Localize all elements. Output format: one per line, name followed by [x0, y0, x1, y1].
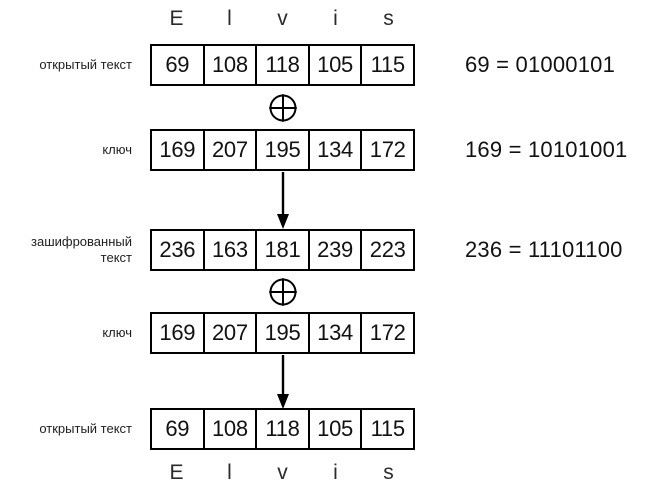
xor-icon — [268, 277, 298, 307]
row-label-ciphertext: зашифрованный текст — [0, 229, 140, 271]
letter-cell: i — [333, 7, 338, 30]
value-cell: 239 — [310, 231, 363, 269]
value-cell: 115 — [370, 416, 405, 441]
value-cell: 115 — [370, 52, 405, 77]
value-cell: 236 — [152, 231, 205, 269]
letter-row-top: E l v i s — [150, 2, 415, 36]
value-cell: 108 — [205, 410, 258, 448]
value-cell: 181 — [257, 231, 310, 269]
value-row-plaintext-top: 69 108 118 105 115 — [150, 44, 415, 86]
row-label-text: ключ — [102, 325, 132, 340]
value-cell: 195 — [257, 314, 310, 352]
letter-cell: E — [169, 461, 184, 484]
row-label-plaintext-bottom: открытый текст — [0, 408, 140, 450]
row-label-text: ключ — [102, 142, 132, 157]
value-cell: 169 — [152, 131, 205, 169]
value-cell: 69 — [152, 410, 205, 448]
letter-row-bottom: E l v i s — [150, 456, 415, 490]
value-row-key-top: 169 207 195 134 172 — [150, 129, 415, 171]
value-cell: 134 — [310, 131, 363, 169]
value-cell: 118 — [257, 46, 310, 84]
letter-cell: i — [333, 461, 338, 484]
value-row-plaintext-bottom: 69 108 118 105 115 — [150, 408, 415, 450]
row-label-key-bottom: ключ — [0, 312, 140, 354]
letter-cell: l — [227, 7, 232, 30]
value-cell: 172 — [369, 137, 406, 162]
row-label-text: открытый текст — [39, 57, 132, 72]
row-label-plaintext-top: открытый текст — [0, 44, 140, 86]
value-cell: 105 — [310, 46, 363, 84]
arrow-down-icon-encrypt — [273, 172, 293, 230]
value-cell: 105 — [310, 410, 363, 448]
value-cell: 69 — [152, 46, 205, 84]
value-cell: 195 — [257, 131, 310, 169]
row-label-line1: зашифрованный — [31, 234, 132, 249]
binary-formula-plaintext: 69 = 01000101 — [465, 52, 616, 77]
row-label-text: зашифрованный текст — [31, 234, 132, 266]
xor-icon — [268, 93, 298, 123]
binary-formula-ciphertext: 236 = 11101100 — [465, 237, 623, 262]
letter-cell: v — [277, 7, 288, 30]
value-cell: 172 — [369, 320, 406, 345]
value-row-key-bottom: 169 207 195 134 172 — [150, 312, 415, 354]
letter-cell: l — [227, 461, 232, 484]
letter-cell: v — [277, 461, 288, 484]
letter-cell: s — [383, 461, 394, 484]
value-cell: 223 — [369, 237, 406, 262]
value-cell: 207 — [205, 131, 258, 169]
value-row-ciphertext: 236 163 181 239 223 — [150, 229, 415, 271]
binary-formula-key: 169 = 10101001 — [465, 137, 628, 162]
letter-cell: s — [383, 7, 394, 30]
value-cell: 134 — [310, 314, 363, 352]
value-cell: 118 — [257, 410, 310, 448]
row-label-line2: текст — [100, 250, 132, 265]
row-label-key-top: ключ — [0, 129, 140, 171]
value-cell: 169 — [152, 314, 205, 352]
letter-cell: E — [169, 7, 184, 30]
row-label-text: открытый текст — [39, 421, 132, 436]
arrow-down-icon-decrypt — [273, 355, 293, 410]
value-cell: 207 — [205, 314, 258, 352]
value-cell: 108 — [205, 46, 258, 84]
value-cell: 163 — [205, 231, 258, 269]
